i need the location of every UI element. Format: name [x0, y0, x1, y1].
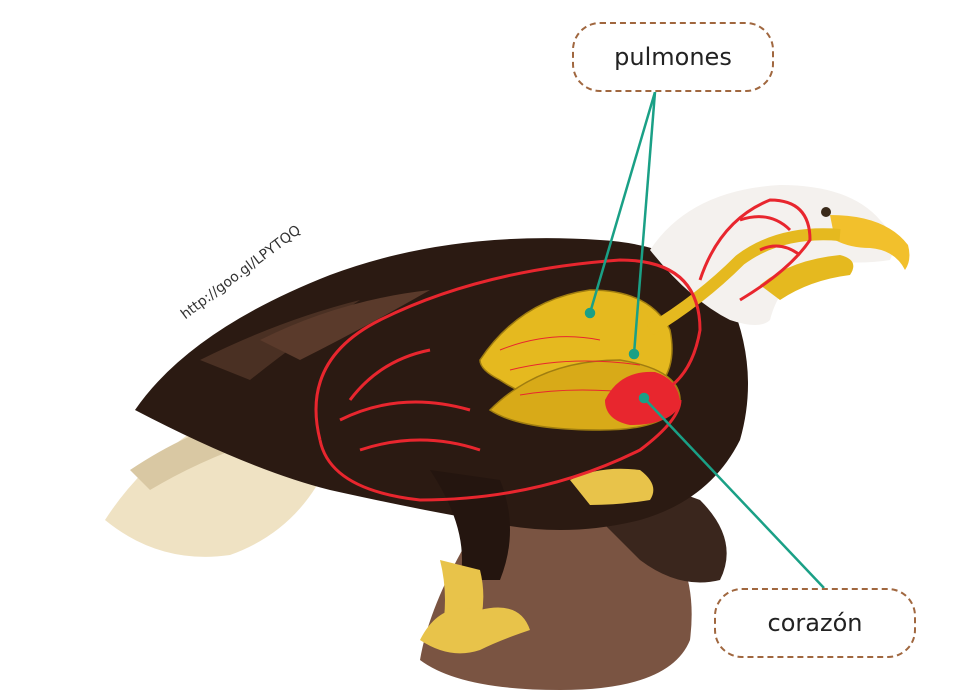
- blood-vessels: [314, 198, 812, 502]
- trachea: [646, 228, 854, 336]
- leader-lines: [584, 91, 825, 589]
- label-lungs: pulmones: [572, 22, 774, 92]
- label-heart: corazón: [714, 588, 916, 658]
- eagle-talons: [420, 468, 654, 654]
